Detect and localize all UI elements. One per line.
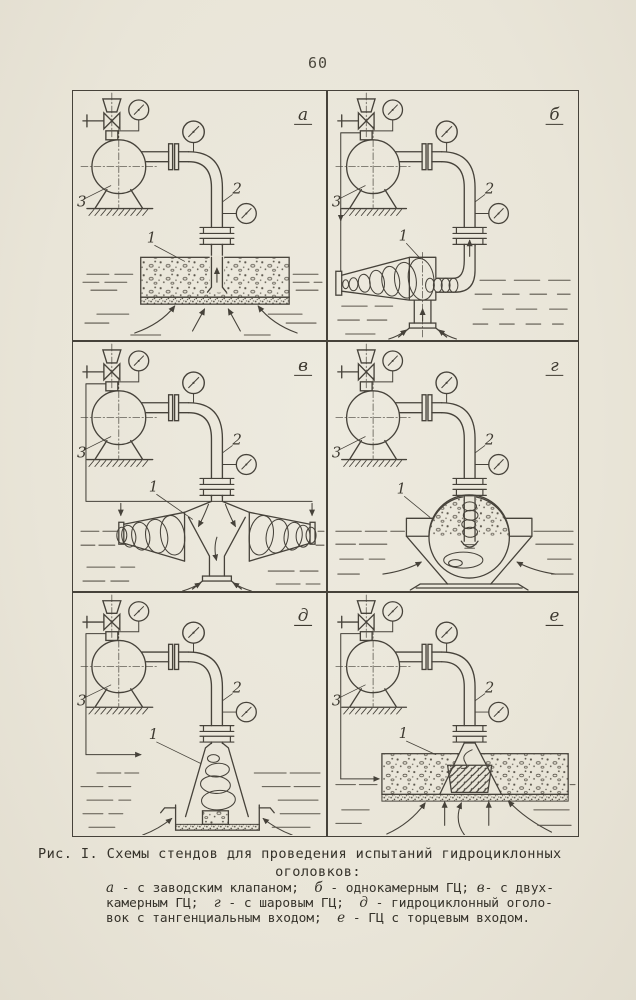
panel-e: 1 2 3 е — [328, 593, 577, 835]
diagram-panel-d: 1 2 3 д — [77, 593, 321, 835]
panel-g: 1 2 3 г — [328, 342, 577, 591]
diagram-panel-e: 1 2 3 е — [332, 593, 576, 835]
twin-cone-apparatus — [80, 383, 325, 591]
label-pump: 3 — [332, 193, 341, 210]
label-pump: 3 — [77, 193, 87, 211]
label-headwork: 1 — [149, 726, 159, 743]
pump-assembly — [336, 93, 509, 246]
panel-a: 1 2 3 а — [73, 91, 326, 340]
end-face-head-apparatus — [335, 633, 576, 835]
tangential-head-apparatus — [80, 633, 321, 835]
grid-divider-horizontal-2 — [73, 591, 578, 593]
pump-assembly — [336, 344, 509, 497]
label-headwork: 1 — [399, 725, 408, 742]
label-pump: 3 — [77, 692, 87, 709]
label-pipeline: 2 — [231, 180, 242, 198]
pump-assembly — [81, 595, 256, 744]
caption-line: а - с заводским клапаном; б - однокамерн… — [106, 880, 636, 896]
caption-title: Рис. I. Схемы стендов для проведения исп… — [38, 846, 562, 862]
panel-letter: а — [298, 104, 308, 124]
label-pipeline: 2 — [484, 431, 494, 448]
grid-divider-vertical — [326, 91, 328, 836]
caption-panel-key: в — [476, 880, 485, 896]
pump-assembly — [336, 595, 509, 744]
label-headwork: 1 — [397, 480, 406, 497]
diagram-panel-a: 1 2 3 а — [77, 91, 323, 336]
label-pipeline: 2 — [231, 680, 242, 697]
label-pipeline: 2 — [231, 431, 242, 449]
caption-text: - однокамерным ГЦ; — [322, 881, 477, 896]
label-pipeline: 2 — [484, 180, 494, 197]
pump-assembly — [81, 93, 256, 246]
panel-letter: в — [298, 355, 308, 375]
label-pipeline: 2 — [484, 680, 494, 697]
caption-text: вок с тангенциальным входом; — [106, 911, 338, 927]
caption-line: камерным ГЦ; г - с шаровым ГЦ; д - гидро… — [106, 895, 636, 912]
panel-letter: д — [298, 606, 309, 625]
gravel-filter-apparatus — [82, 244, 323, 336]
caption-detail-lines: а - с заводским клапаном; б - однокамерн… — [106, 880, 636, 927]
caption-text: - ГЦ с торцевым входом. — [345, 911, 531, 927]
caption-text: - с заводским клапаном; — [114, 881, 315, 896]
page-number: 60 — [307, 54, 329, 72]
caption-panel-key: г — [213, 895, 221, 912]
caption-panel-key: а — [106, 880, 115, 896]
label-pump: 3 — [332, 692, 341, 709]
caption-panel-key: б — [314, 880, 323, 896]
diagram-panel-v: 1 2 3 в — [77, 342, 325, 591]
label-headwork: 1 — [399, 227, 408, 244]
caption-panel-key: е — [337, 910, 346, 927]
figure-grid: 1 2 3 а — [72, 90, 579, 837]
label-headwork: 1 — [147, 228, 157, 246]
caption-subtitle: оголовков: — [275, 864, 361, 880]
caption-text: - гидроциклонный оголо- — [367, 896, 553, 912]
caption-text: камерным ГЦ; — [106, 896, 214, 912]
caption-text: - с двух- — [484, 881, 554, 896]
hydrocyclone-apparatus — [335, 132, 571, 340]
label-headwork: 1 — [149, 477, 159, 495]
panel-letter: б — [549, 104, 560, 124]
spherical-head-apparatus — [335, 494, 574, 591]
panel-b: 1 2 3 б — [328, 91, 577, 340]
diagram-panel-b: 1 2 3 б — [332, 91, 571, 340]
caption-text: - с шаровым ГЦ; — [220, 896, 360, 912]
diagram-panel-g: 1 2 3 г — [332, 342, 574, 591]
panel-letter: е — [550, 606, 560, 625]
caption-line: вок с тангенциальным входом; е - ГЦ с то… — [106, 910, 636, 927]
panel-v: 1 2 3 в — [73, 342, 326, 591]
label-pump: 3 — [332, 444, 341, 461]
pump-assembly — [81, 344, 256, 497]
grid-divider-horizontal-1 — [73, 340, 578, 342]
caption-panel-key: д — [359, 895, 368, 912]
label-pump: 3 — [77, 444, 87, 462]
figure-caption: Рис. I. Схемы стендов для проведения исп… — [0, 846, 636, 927]
panel-d: 1 2 3 д — [73, 593, 326, 835]
panel-letter: г — [550, 355, 559, 375]
